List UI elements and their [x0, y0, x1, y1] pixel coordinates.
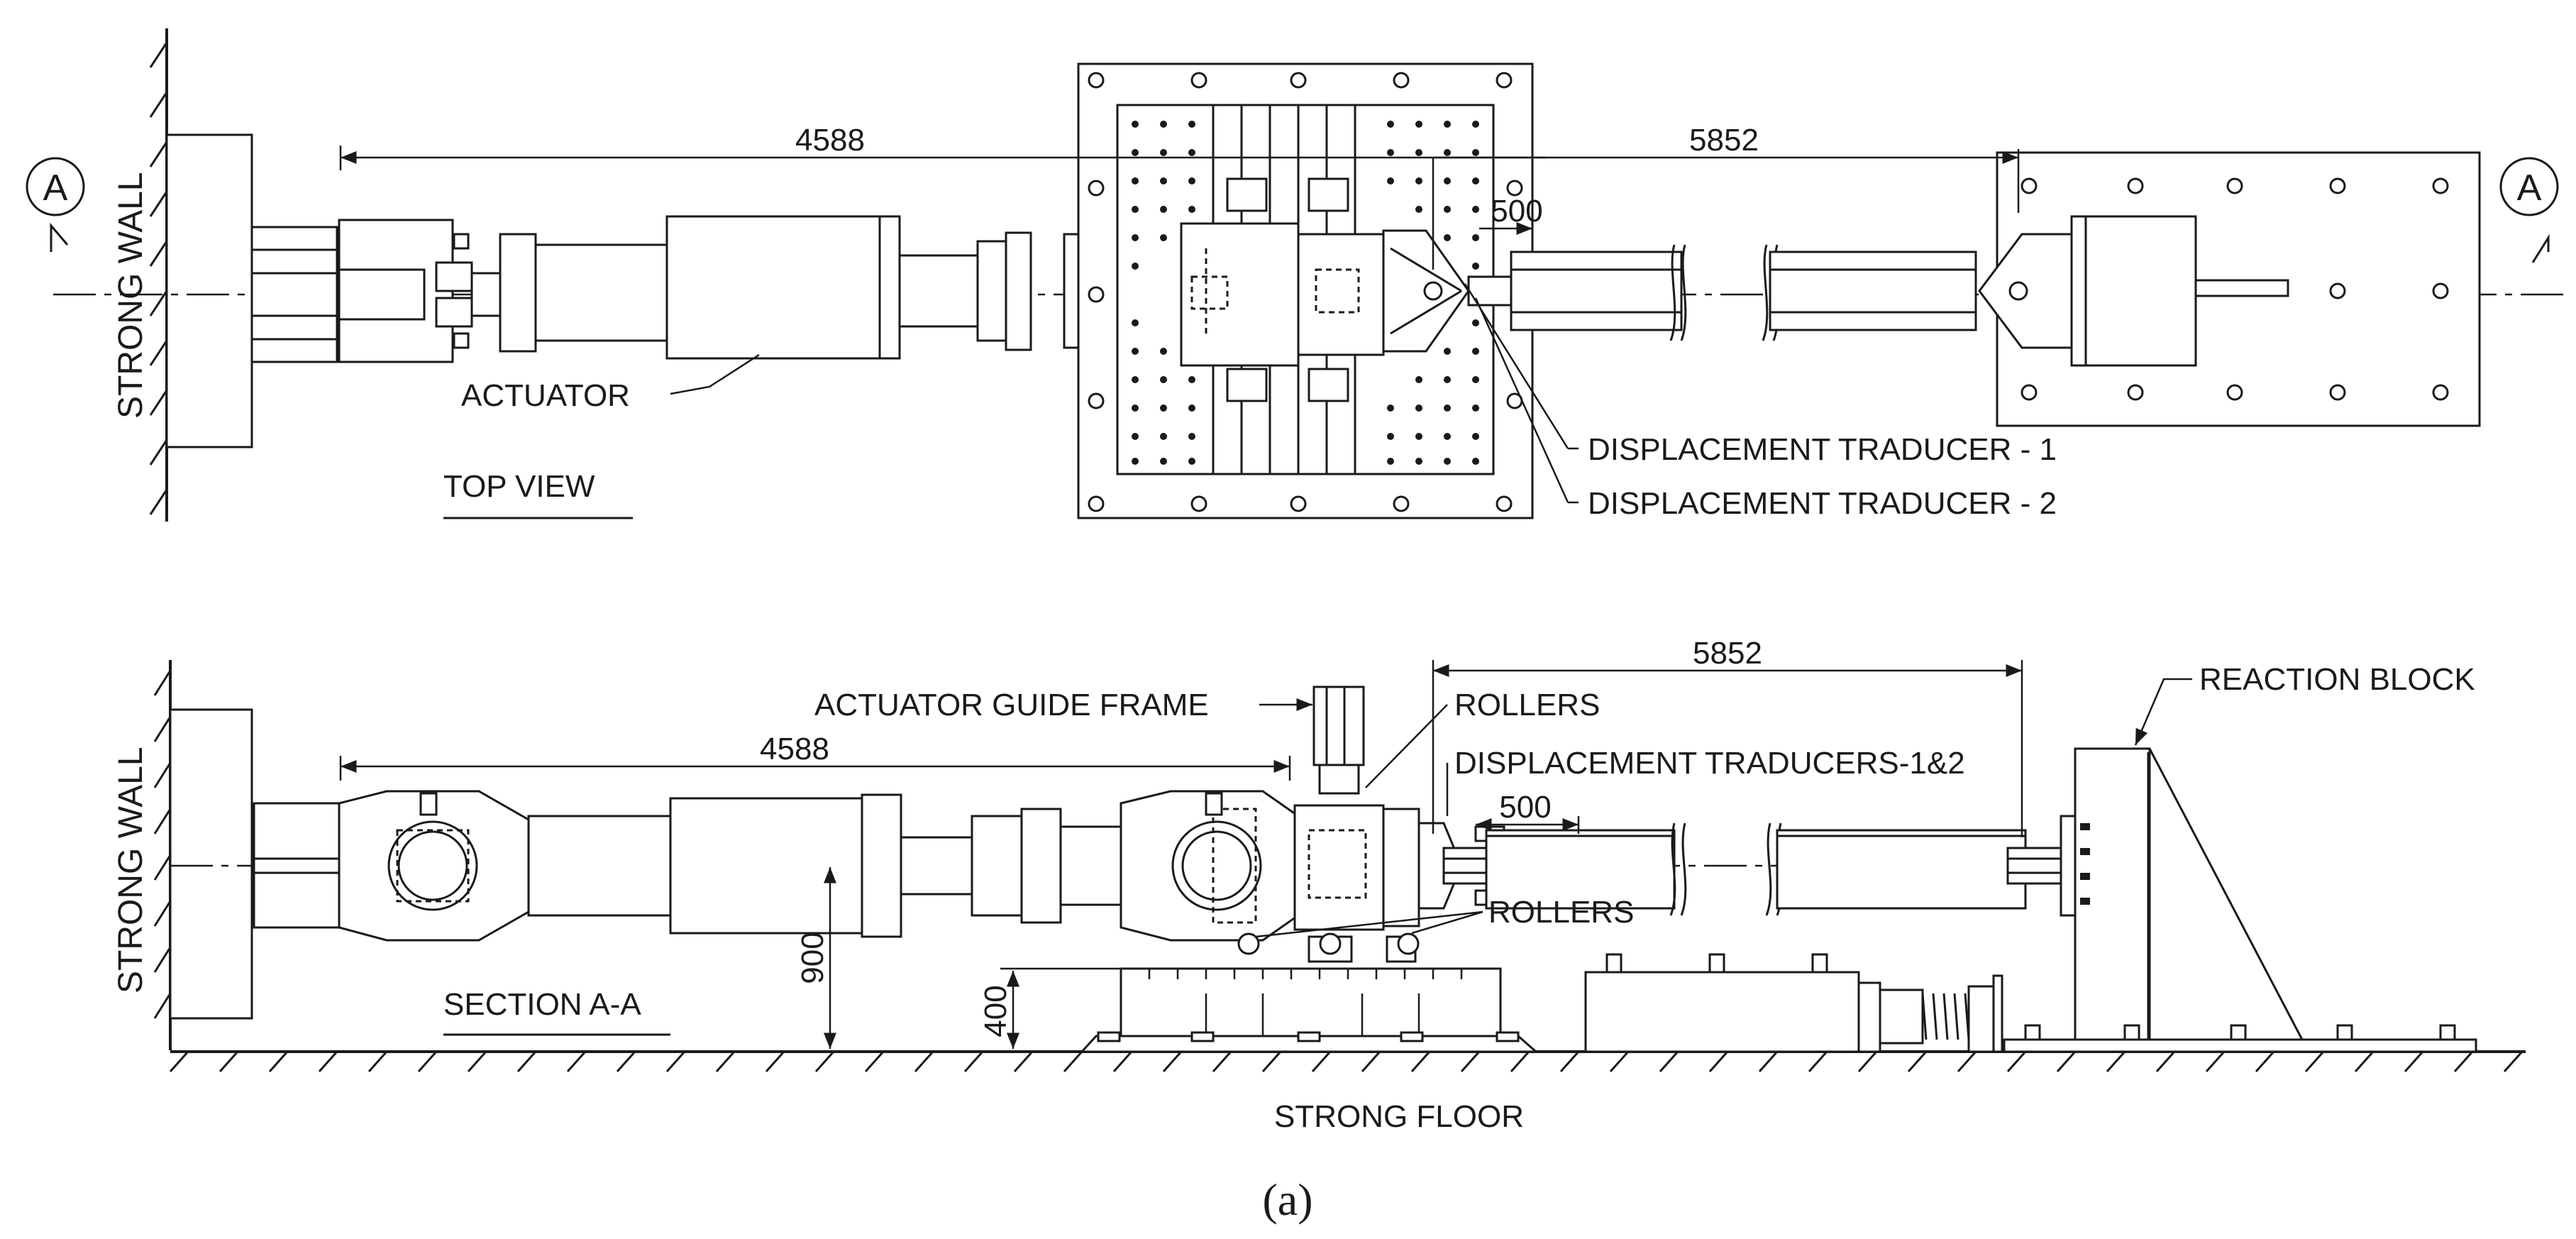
section-strong-wall-label: STRONG WALL	[112, 747, 150, 993]
svg-text:5852: 5852	[1689, 123, 1759, 158]
section-marker-right: A	[2499, 157, 2559, 263]
svg-text:A: A	[43, 167, 68, 209]
top-dim-500: 500	[1479, 194, 1543, 252]
top-actuator-assembly	[250, 215, 1137, 363]
top-view: STRONG WALL A A	[26, 28, 2568, 522]
actuator-label: ACTUATOR	[461, 378, 630, 413]
top-specimen-beam	[1467, 244, 1977, 341]
svg-text:4588: 4588	[760, 732, 829, 766]
section-strong-wall	[153, 660, 253, 1050]
figure-caption: (a)	[1262, 1174, 1312, 1225]
section-base-pedestal	[1079, 967, 1539, 1053]
svg-text:400: 400	[978, 985, 1013, 1037]
section-view: STRONG WALL STR	[112, 636, 2526, 1134]
section-anchor-block	[1584, 953, 2003, 1053]
section-dim-900: 900	[795, 867, 836, 1049]
section-actuator-assembly	[253, 790, 1300, 942]
rollers-upper-label: ROLLERS	[1454, 688, 1600, 722]
section-marker-left: A	[26, 157, 85, 252]
section-guide-frame	[1237, 685, 1463, 963]
top-view-title: TOP VIEW	[443, 469, 595, 504]
top-dim-4588: 4588	[339, 123, 1547, 170]
section-reaction-block	[2003, 747, 2477, 1053]
svg-text:5852: 5852	[1693, 636, 1762, 671]
strong-floor	[169, 1050, 2526, 1072]
svg-text:500: 500	[1499, 790, 1551, 825]
top-test-frame	[1077, 62, 1534, 519]
top-reaction-block	[1978, 151, 2481, 427]
top-dim-5852: 5852	[1432, 123, 2020, 270]
section-view-title: SECTION A-A	[443, 987, 641, 1022]
top-strong-wall	[149, 28, 253, 522]
transducer-1-label: DISPLACEMENT TRADUCER - 1	[1588, 432, 2057, 467]
reaction-block-label: REACTION BLOCK	[2199, 662, 2475, 697]
transducers-label: DISPLACEMENT TRADUCERS-1&2	[1454, 746, 1965, 781]
section-dim-500: 500	[1476, 790, 1580, 834]
section-dim-400: 400	[978, 967, 1121, 1049]
strong-floor-label: STRONG FLOOR	[1274, 1099, 1524, 1134]
svg-text:A: A	[2517, 167, 2542, 209]
section-dim-4588: 4588	[339, 732, 1291, 781]
svg-text:900: 900	[795, 932, 830, 984]
transducer-2-label: DISPLACEMENT TRADUCER - 2	[1588, 486, 2057, 521]
section-dim-5852: 5852	[1432, 636, 2023, 837]
svg-text:500: 500	[1491, 194, 1542, 228]
svg-text:4588: 4588	[795, 123, 865, 158]
guide-frame-label: ACTUATOR GUIDE FRAME	[814, 688, 1209, 722]
rollers-lower-label: ROLLERS	[1488, 895, 1634, 930]
